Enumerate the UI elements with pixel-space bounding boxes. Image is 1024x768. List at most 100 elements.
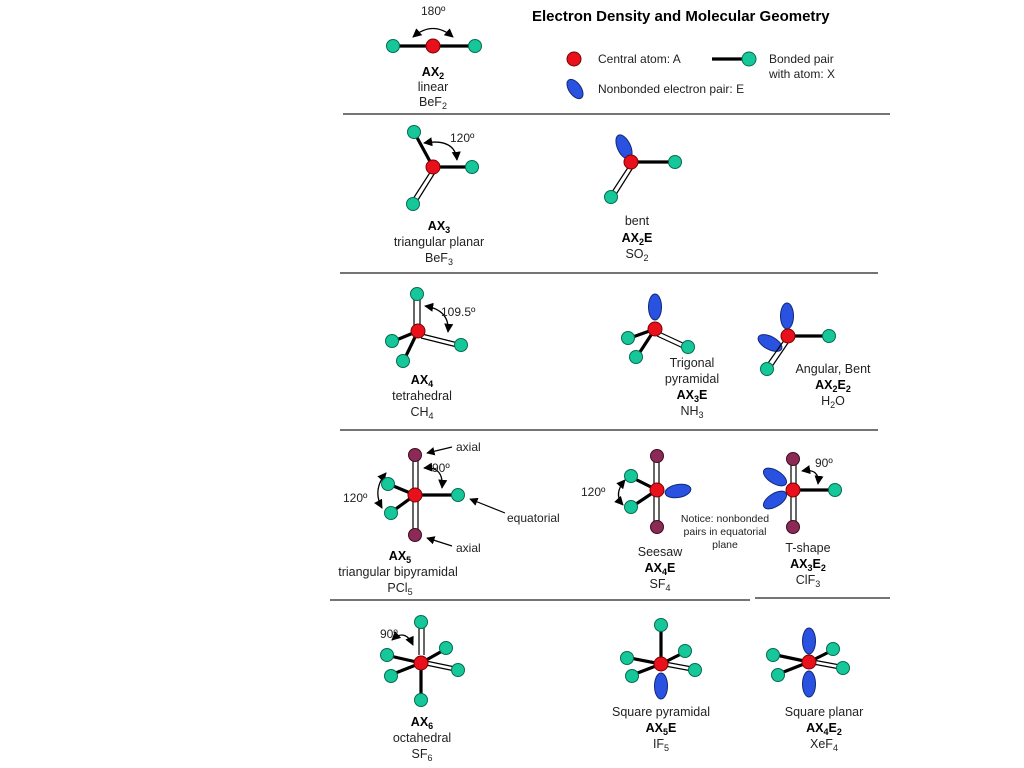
central-atom-icon — [407, 487, 423, 503]
example-ax4: CH4 — [410, 405, 433, 421]
example-ax4e: SF4 — [650, 577, 671, 593]
bonded-atom-icon — [380, 648, 394, 662]
molecule-ax4e2: Square planar AX4E2 XeF4 — [766, 627, 863, 753]
lone-pair-icon — [757, 334, 783, 352]
molecule-ax5: 90º 120º axial equatorial axial AX5 tria… — [338, 440, 559, 597]
bonded-atom-icon — [454, 338, 468, 352]
molecule-ax3e: Trigonal pyramidal AX3E NH3 — [621, 293, 719, 420]
bonded-atom-icon — [439, 641, 453, 655]
formula-ax2: AX2 — [422, 65, 444, 81]
bonded-atom-icon — [654, 618, 668, 632]
central-atom-icon — [425, 159, 441, 175]
notice-note: Notice: nonbonded pairs in equatorial pl… — [681, 513, 769, 551]
formula-ax3: AX3 — [428, 219, 450, 235]
geometry-name-ax4e: Seesaw — [638, 545, 683, 559]
example-ax6: SF6 — [412, 747, 433, 763]
axial-bottom-label: axial — [456, 541, 481, 555]
formula-ax5: AX5 — [389, 549, 411, 565]
legend-bonded-pair-icon — [712, 51, 757, 67]
angle-180-arc — [412, 27, 454, 38]
angle-90-tshape-label: 90º — [815, 456, 833, 470]
axial-atom-icon — [786, 452, 800, 466]
lone-pair-icon — [664, 483, 692, 499]
axial-atom-icon — [650, 520, 664, 534]
axial-atom-icon — [408, 448, 422, 462]
notice-line1: Notice: nonbonded — [681, 513, 769, 525]
legend-central-atom-label: Central atom: A — [598, 52, 681, 66]
legend-bonded-pair-line2: with atom: X — [768, 67, 835, 81]
bonded-atom-icon — [668, 155, 682, 169]
formula-ax6: AX6 — [411, 715, 433, 731]
central-atom-icon — [410, 323, 426, 339]
legend: Central atom: A Bonded pair with atom: X… — [566, 51, 835, 100]
legend-lone-pair-icon — [566, 78, 584, 100]
bonded-atom-icon — [384, 506, 398, 520]
bonded-atom-icon — [678, 644, 692, 658]
lone-pair-icon — [654, 672, 668, 700]
geometry-name-ax6: octahedral — [393, 731, 451, 745]
bonded-atom-icon — [407, 125, 421, 139]
central-atom-icon — [801, 654, 817, 670]
central-atom-icon — [647, 321, 663, 337]
equatorial-label: equatorial — [507, 511, 560, 525]
bonded-atom-icon — [385, 334, 399, 348]
lone-pair-icon — [648, 293, 662, 321]
formula-ax4: AX4 — [411, 373, 433, 389]
geometry-name-ax2: linear — [418, 80, 449, 94]
angle-90-oct-arc — [391, 631, 414, 646]
bonded-atom-icon — [624, 500, 638, 514]
bonded-atom-icon — [771, 668, 785, 682]
bonded-atom-icon — [451, 663, 465, 677]
geometry-name-ax5: triangular bipyramidal — [338, 565, 458, 579]
central-atom-icon — [425, 38, 441, 54]
geometry-name-ax2e: bent — [625, 214, 650, 228]
notice-line3: plane — [712, 539, 738, 551]
bonded-atom-icon — [629, 350, 643, 364]
row-dividers — [330, 113, 890, 601]
example-ax2e2: H2O — [821, 394, 845, 410]
lone-pair-icon — [780, 302, 794, 330]
bonded-atom-icon — [451, 488, 465, 502]
axial-top-pointer — [426, 446, 453, 456]
molecule-ax6: 90º AX6 octahedral SF6 — [380, 615, 465, 763]
bonded-atom-icon — [760, 362, 774, 376]
axial-bottom-pointer — [426, 536, 453, 547]
molecule-ax3e2: 90º T-shape AX3E2 ClF3 — [762, 452, 842, 589]
bonded-atom-icon — [406, 197, 420, 211]
central-atom-icon — [649, 482, 665, 498]
formula-ax5e: AX5E — [646, 721, 677, 737]
formula-ax4e: AX4E — [645, 561, 676, 577]
molecule-ax4: 109.5º AX4 tetrahedral CH4 — [385, 287, 476, 421]
example-ax5e: IF5 — [653, 737, 669, 753]
angle-120-eq-label: 120º — [343, 491, 368, 505]
geometry-name-ax3e2: T-shape — [785, 541, 830, 555]
angle-90-label: 90º — [432, 461, 450, 475]
angle-90-tshape-arc — [801, 465, 824, 485]
angle-120-label: 120º — [450, 131, 475, 145]
central-atom-icon — [653, 656, 669, 672]
bonded-atom-icon — [414, 615, 428, 629]
bonded-atom-icon — [624, 469, 638, 483]
axial-atom-icon — [408, 528, 422, 542]
angle-120-arc — [423, 137, 461, 161]
molecule-ax2e2: Angular, Bent AX2E2 H2O — [757, 302, 871, 410]
bonded-atom-icon — [766, 648, 780, 662]
central-atom-icon — [623, 154, 639, 170]
lone-pair-icon — [762, 490, 788, 510]
angle-109-arc — [424, 302, 454, 333]
bonded-atom-icon — [384, 669, 398, 683]
formula-ax3e: AX3E — [677, 388, 708, 404]
bonded-atom-icon — [822, 329, 836, 343]
molecule-ax2: 180º AX2 linear BeF2 — [386, 4, 482, 111]
bonded-atom-icon — [410, 287, 424, 301]
central-atom-icon — [413, 655, 429, 671]
geometry-name-ax5e: Square pyramidal — [612, 705, 710, 719]
geometry-name-ax3e-line1: Trigonal — [670, 356, 715, 370]
equatorial-pointer — [469, 497, 506, 514]
example-ax2: BeF2 — [419, 95, 447, 111]
formula-ax2e2: AX2E2 — [815, 378, 851, 394]
example-ax3: BeF3 — [425, 251, 453, 267]
formula-ax3e2: AX3E2 — [790, 557, 826, 573]
bonded-atom-icon — [681, 340, 695, 354]
